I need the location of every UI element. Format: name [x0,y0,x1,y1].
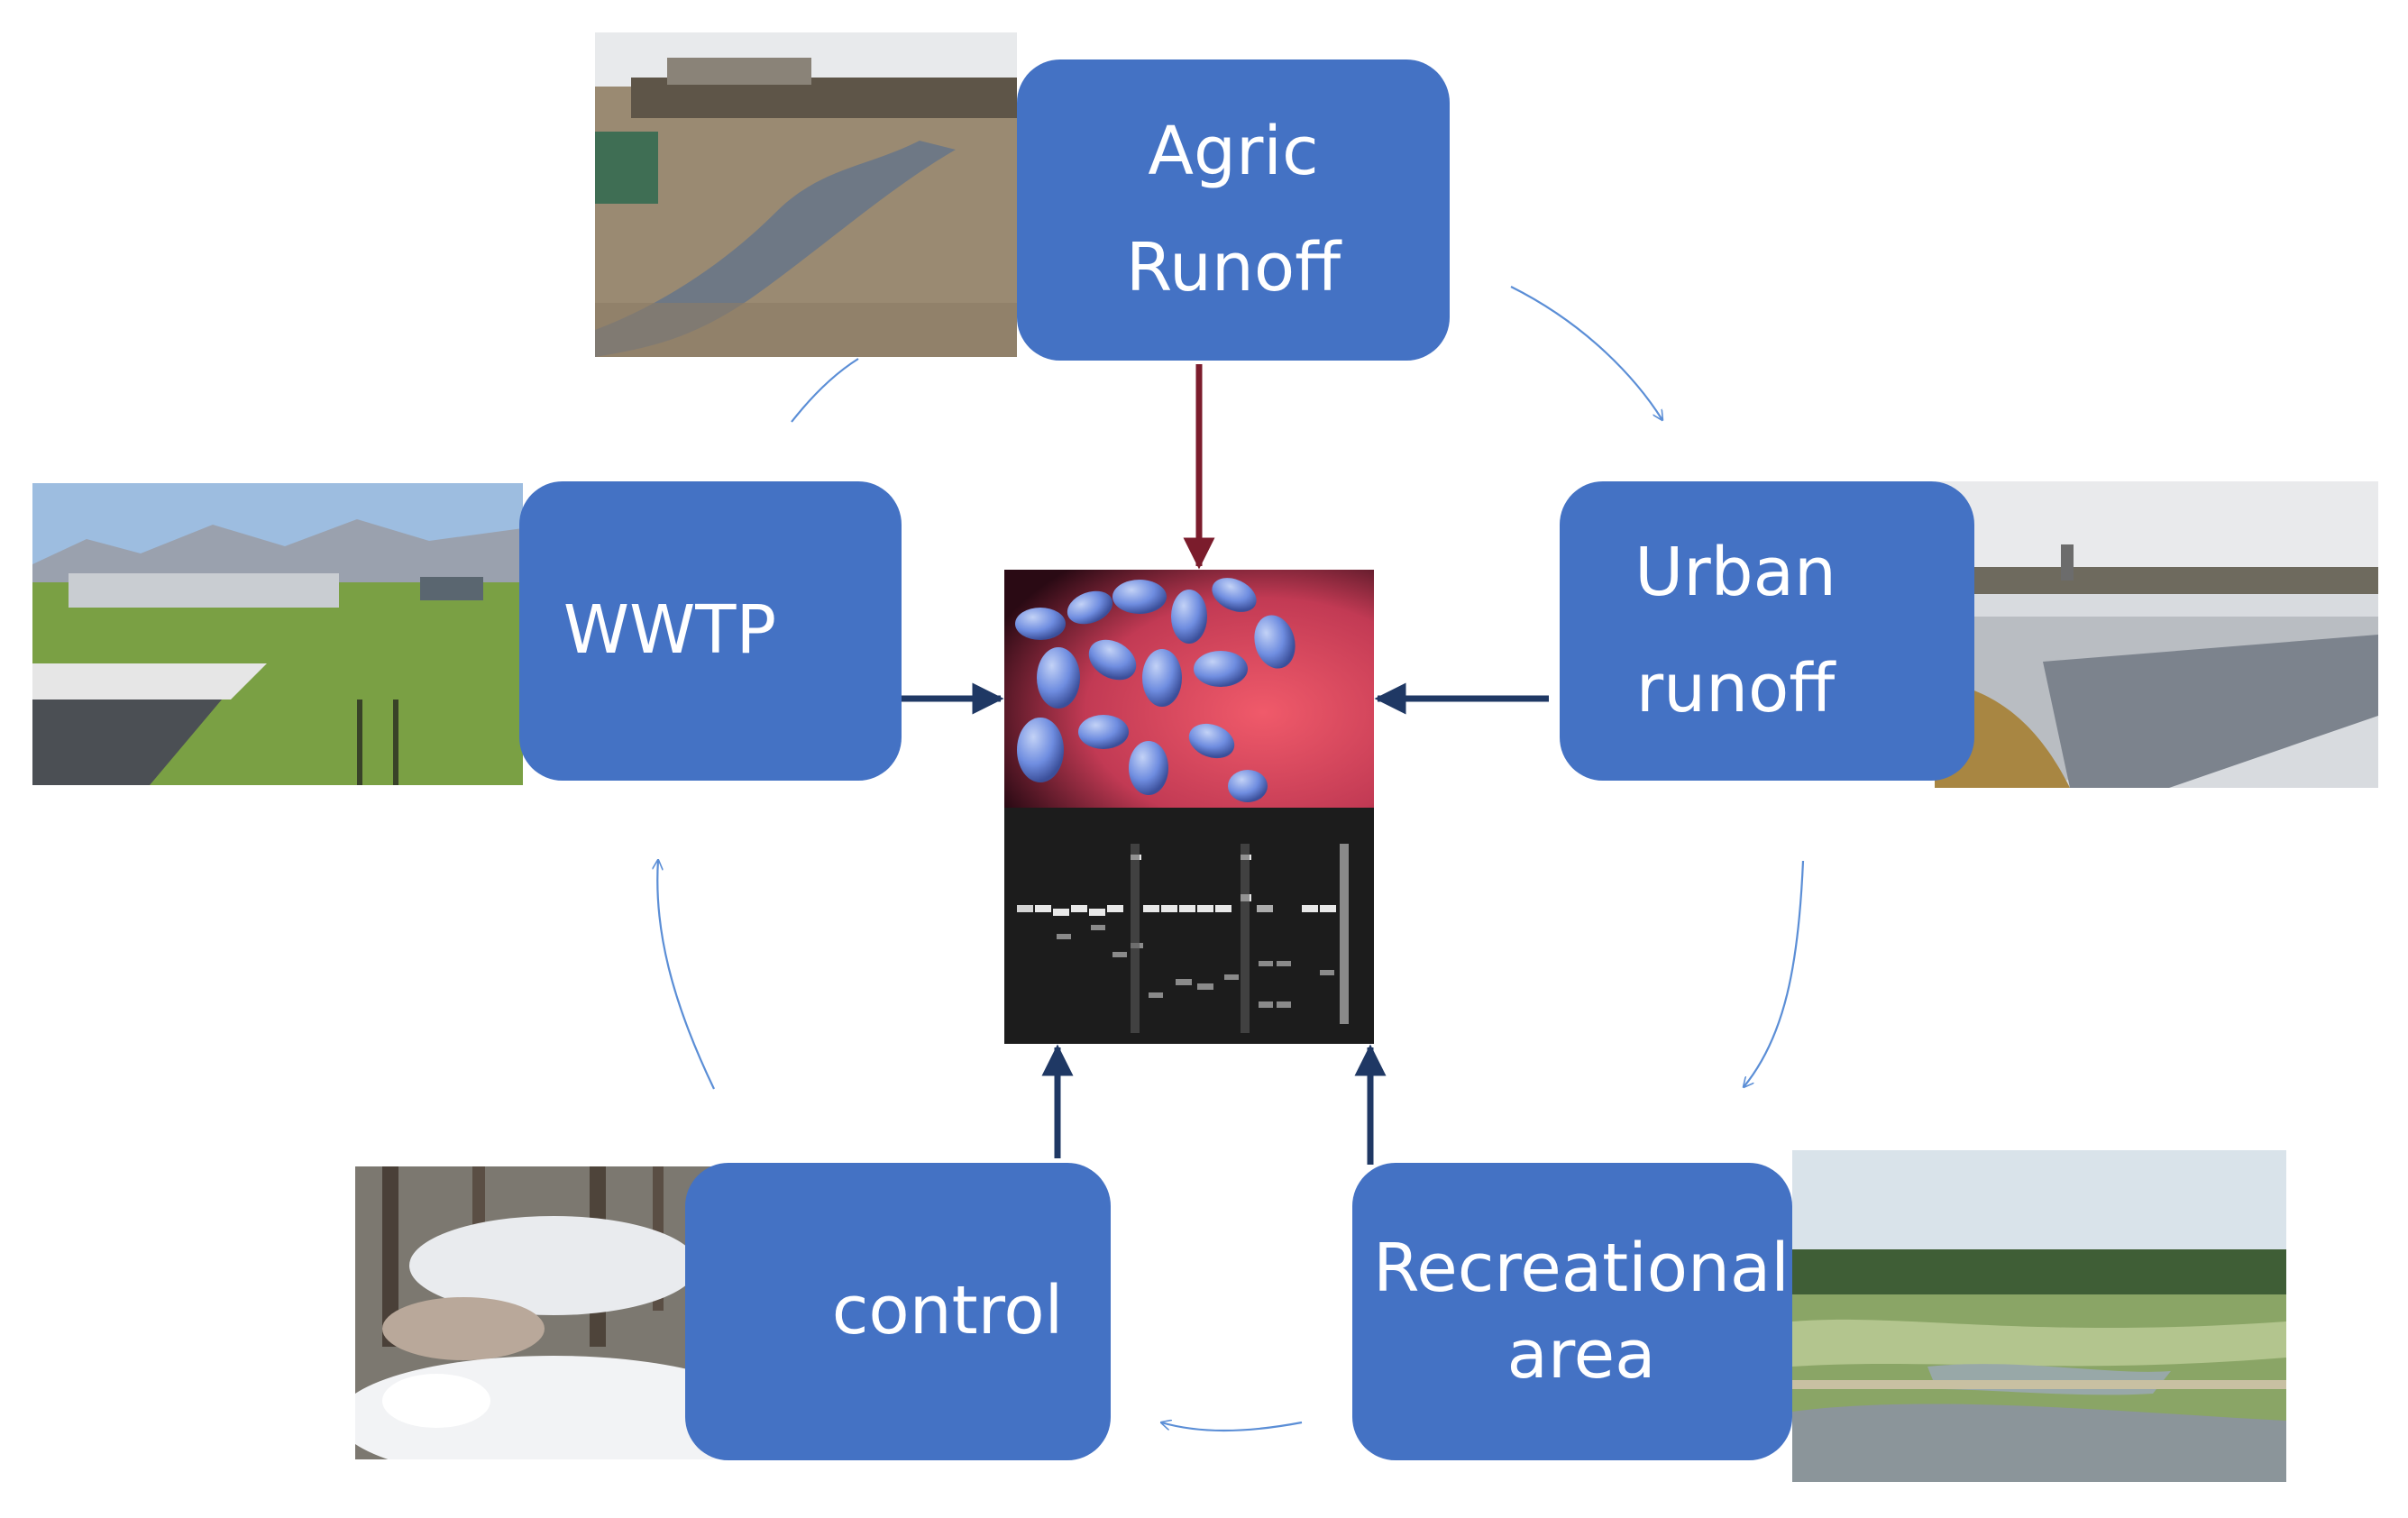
node-agric-runoff: Agric Runoff [1017,59,1450,361]
cycle-arrow-recreational-to-control [1161,1422,1303,1432]
node-agric-line2: Runoff [1125,229,1341,306]
cycle-arrow-urban-to-recreational [1744,860,1805,1087]
urban-channel-photo [1935,481,2378,788]
dairy-farm-runoff-photo [595,32,1017,357]
cycle-arrow-control-to-wwtp [657,860,715,1090]
cycle-arrow-wwtp-to-agric [791,358,859,423]
wetland-photo [1792,1150,2286,1482]
node-control: control [685,1163,1111,1460]
node-recreational-line1: Recreational [1373,1229,1790,1307]
node-wwtp-line1: WWTP [563,591,777,670]
node-wwtp: WWTP [519,481,902,781]
node-agric-line1: Agric [1148,112,1319,190]
treatment-plant-photo [32,483,523,785]
cycle-arrow-agric-to-urban [1510,286,1662,420]
node-urban-line1: Urban [1634,533,1836,611]
node-recreational-area: Recreational area [1352,1163,1792,1460]
node-urban-runoff: Urban runoff [1560,481,1974,781]
bacteria-micrograph [1004,570,1374,808]
node-control-line1: control [831,1272,1064,1350]
node-urban-line2: runoff [1635,650,1836,727]
node-recreational-line2: area [1506,1316,1656,1394]
gel-electrophoresis-image [1004,808,1374,1044]
